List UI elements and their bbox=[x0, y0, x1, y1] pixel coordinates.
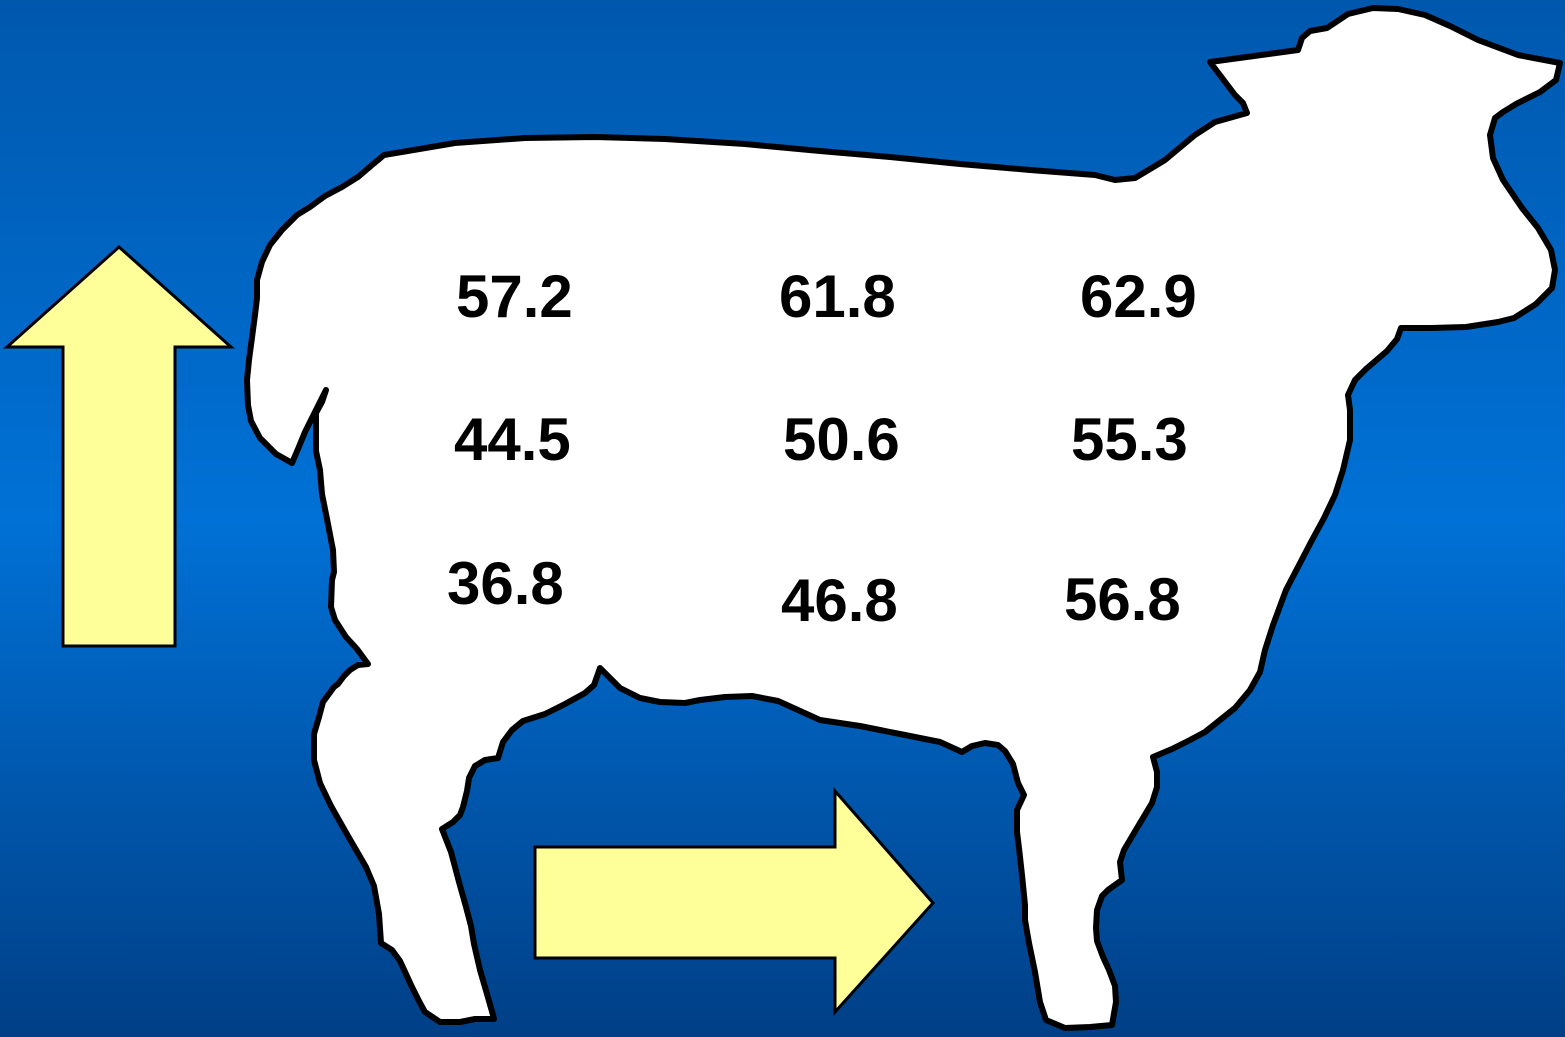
up-arrow bbox=[3, 244, 235, 648]
value-row2-col1: 44.5 bbox=[454, 406, 571, 473]
value-row2-col2: 50.6 bbox=[783, 406, 900, 473]
value-row2-col3: 55.3 bbox=[1071, 406, 1188, 473]
value-row1-col3: 62.9 bbox=[1080, 263, 1197, 330]
value-row1-col2: 61.8 bbox=[779, 263, 896, 330]
right-arrow bbox=[533, 787, 936, 1016]
value-row1-col1: 57.2 bbox=[456, 263, 573, 330]
value-row3-col2: 46.8 bbox=[781, 567, 898, 634]
sheep-silhouette bbox=[244, 5, 1563, 1031]
value-row3-col1: 36.8 bbox=[447, 550, 564, 617]
value-row3-col3: 56.8 bbox=[1064, 566, 1181, 633]
